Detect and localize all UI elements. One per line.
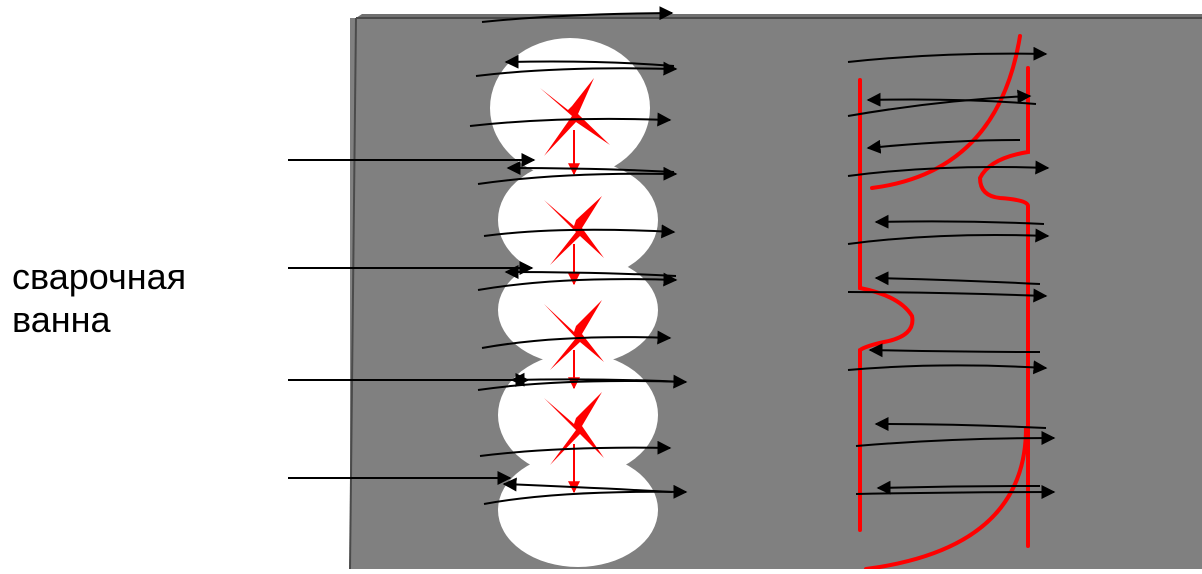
flow-arrow — [506, 161, 675, 176]
flow-arrow — [847, 46, 1048, 63]
label-leaders — [288, 153, 536, 485]
left-seam-line — [858, 78, 915, 532]
flow-arrow — [874, 214, 1045, 229]
flow-arrow — [479, 440, 672, 457]
hot-spot-crosses — [540, 78, 610, 465]
flow-arrow — [874, 271, 1041, 286]
flow-arrow — [477, 272, 678, 291]
flow-arrow — [847, 288, 1048, 303]
top-curve — [870, 34, 1022, 190]
flow-arrow — [475, 61, 678, 77]
cross-mark — [544, 392, 604, 465]
flow-arrow — [868, 343, 1041, 358]
flow-arrow — [481, 330, 672, 349]
flow-arrow — [477, 166, 678, 185]
flow-arrow — [847, 360, 1048, 375]
flow-arrow — [469, 112, 672, 127]
seam-flow-arrows — [847, 46, 1056, 500]
label-line-2: ванна — [12, 299, 111, 341]
flow-arrow — [866, 139, 1021, 154]
label-line-1: сварочная — [12, 256, 187, 297]
flow-arrow — [483, 224, 676, 239]
weld-pool-label: сварочная ванна — [12, 255, 186, 341]
right-seam-line — [977, 66, 1030, 548]
flow-arrow — [847, 228, 1050, 245]
plate-surface — [350, 18, 1202, 569]
flow-arrow — [876, 480, 1041, 495]
bottom-curve — [864, 426, 1028, 571]
flow-arrow — [477, 374, 688, 391]
flow-arrow — [874, 417, 1047, 432]
cross-mark — [540, 78, 610, 156]
flow-arrow — [483, 484, 688, 505]
flow-arrow — [504, 54, 675, 69]
weld-pool — [498, 453, 658, 567]
workpiece-plate — [349, 14, 1202, 570]
flow-arrow — [855, 431, 1056, 447]
flow-arrow — [855, 485, 1056, 500]
cross-mark — [544, 300, 604, 370]
flow-arrow — [847, 89, 1032, 117]
cross-mark — [544, 196, 604, 265]
flow-arrow — [847, 160, 1050, 177]
seam-boundaries — [858, 34, 1030, 571]
flow-arrow — [481, 6, 674, 23]
